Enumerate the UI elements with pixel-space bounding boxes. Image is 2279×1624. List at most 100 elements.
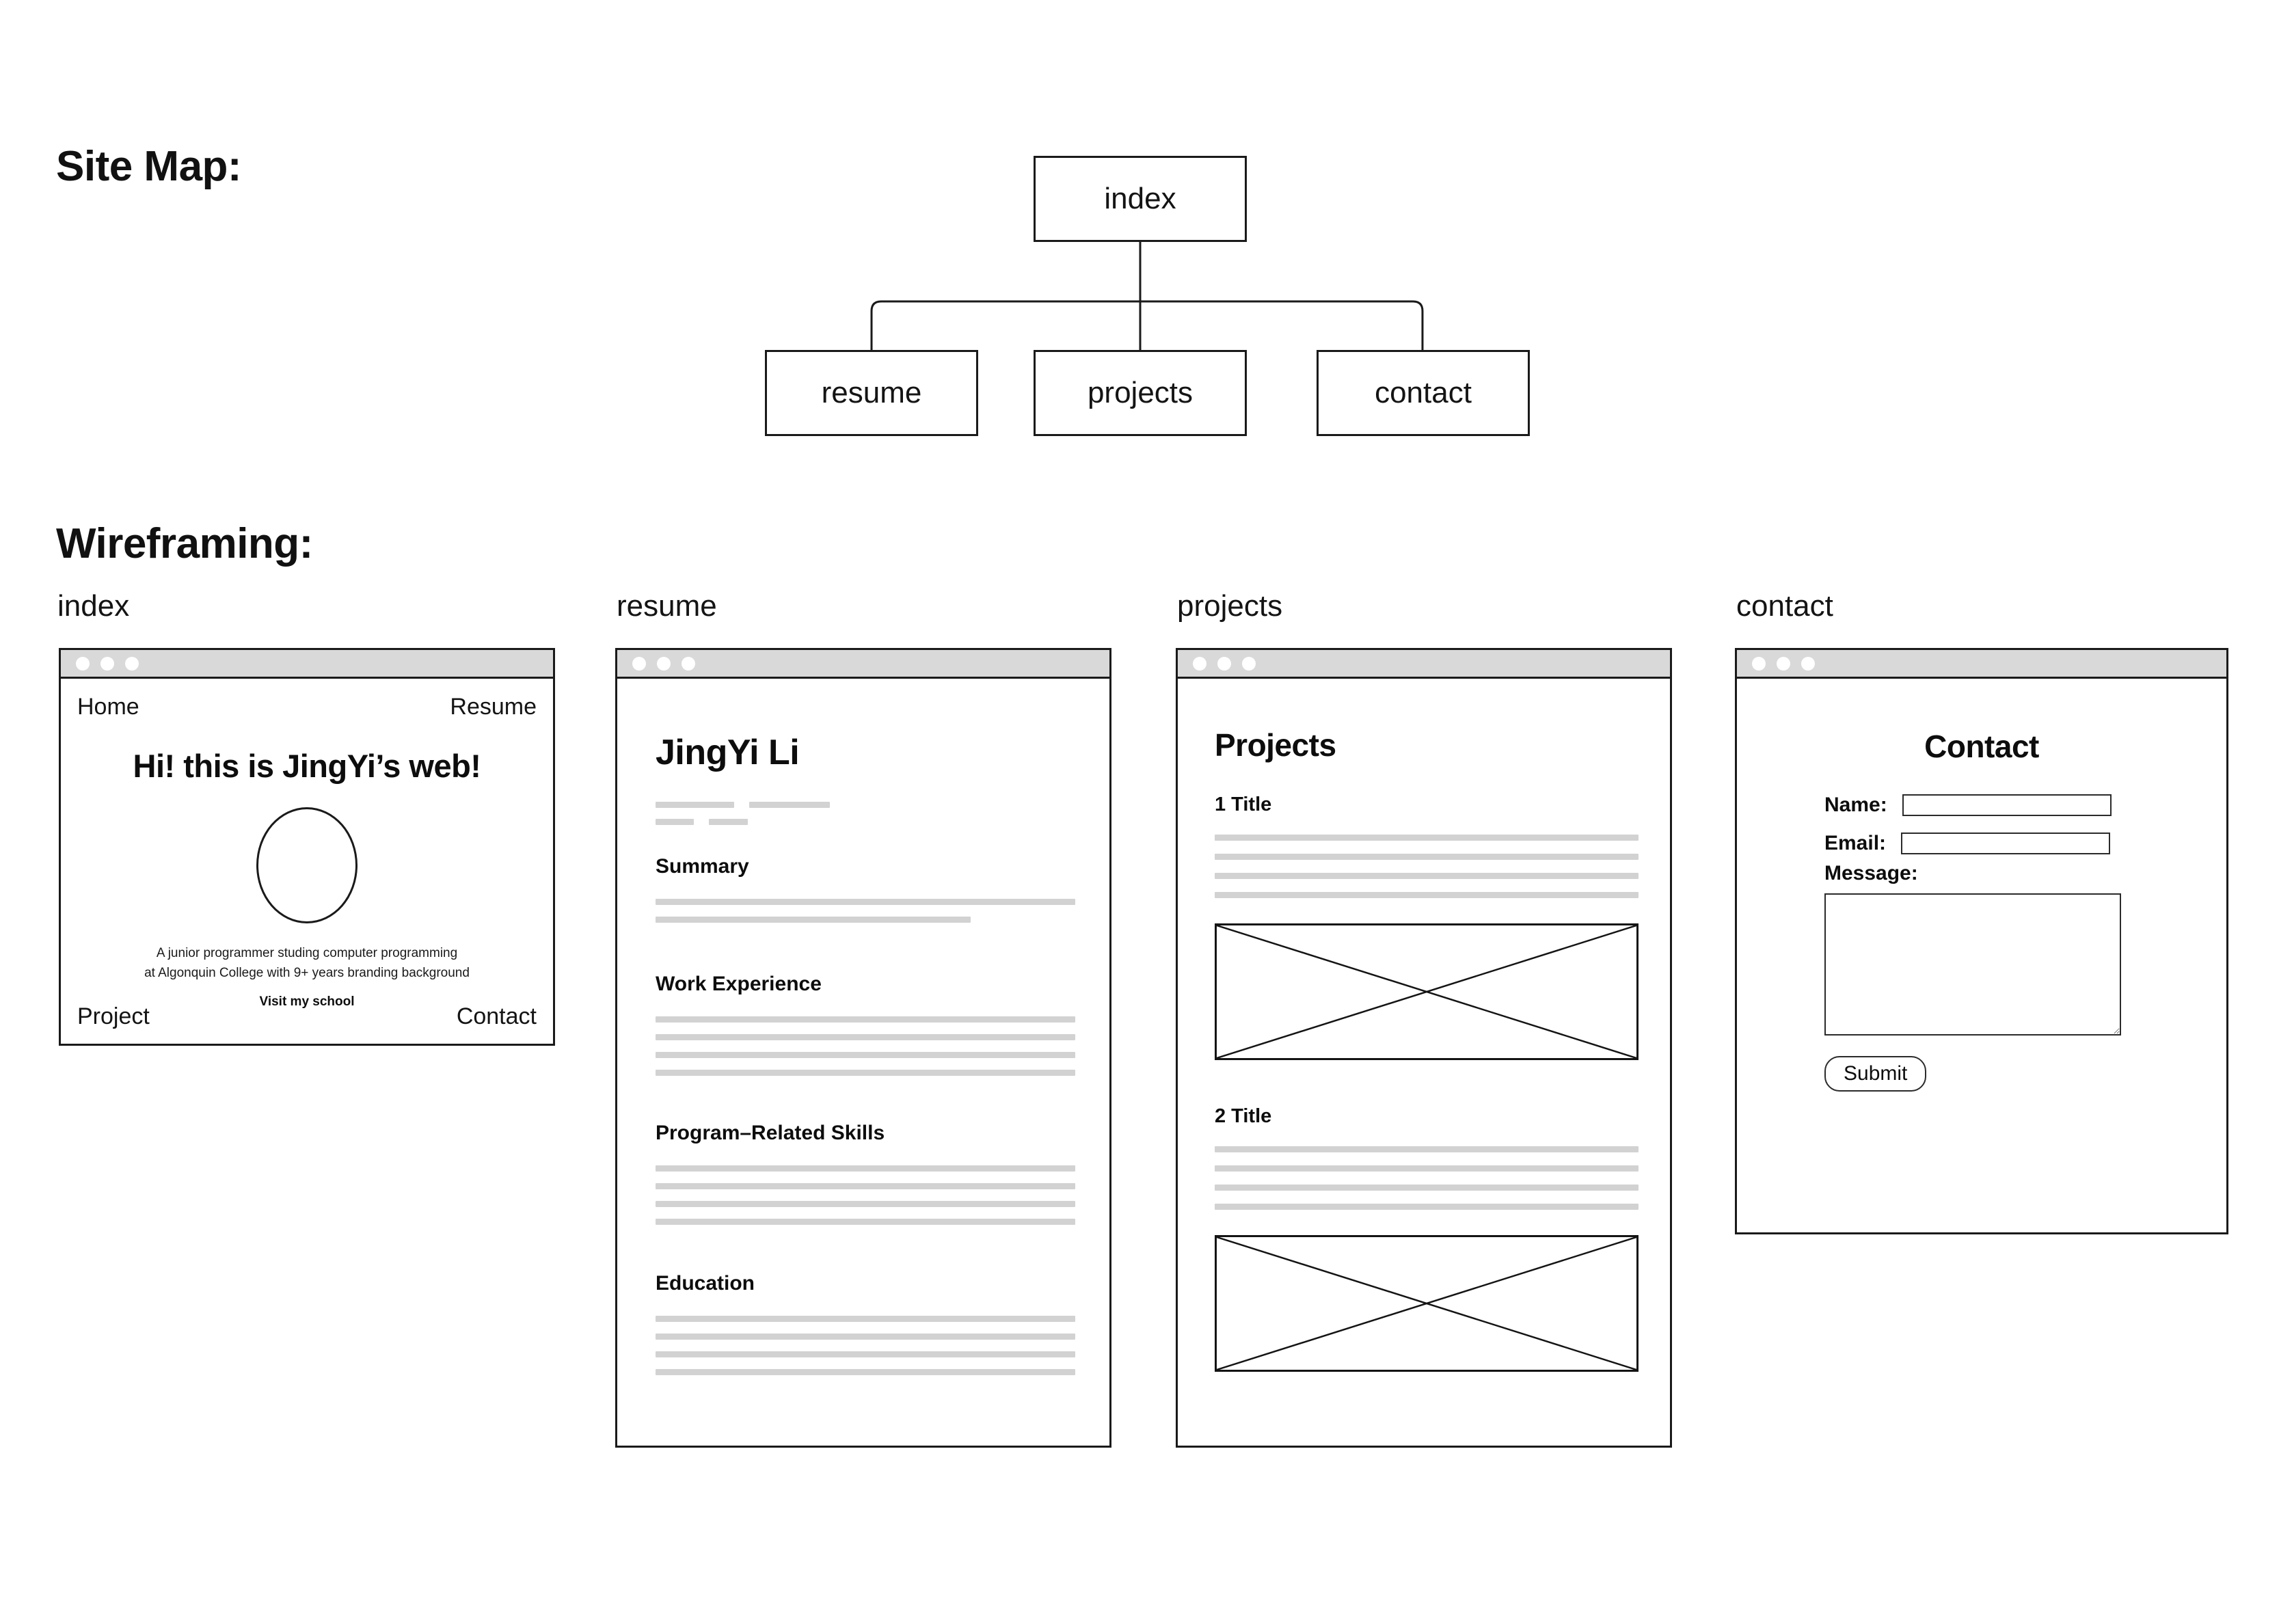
window-minimize-icon[interactable]: [1777, 656, 1790, 671]
sitemap-node-contact-label: contact: [1375, 376, 1472, 409]
project-image-placeholder-1: [1215, 923, 1639, 1060]
avatar-placeholder: [256, 807, 358, 923]
resume-contact-row-2: [656, 819, 1066, 825]
placeholder-bar: [1215, 1204, 1639, 1210]
project-item-lines-1: [1215, 835, 1639, 911]
placeholder-bar: [1215, 892, 1639, 898]
window-close-icon[interactable]: [1193, 656, 1206, 671]
placeholder-bar: [656, 802, 734, 808]
placeholder-bar: [656, 1052, 1075, 1058]
window-maximize-icon[interactable]: [1801, 656, 1815, 671]
placeholder-bar: [1215, 1146, 1639, 1152]
placeholder-bar: [1215, 854, 1639, 860]
index-page-body: Home Resume Hi! this is JingYi’s web! A …: [61, 679, 553, 1044]
project-item-title-1: 1 Title: [1215, 794, 1272, 815]
browser-titlebar: [1737, 650, 2226, 679]
window-minimize-icon[interactable]: [1217, 656, 1231, 671]
sitemap-node-contact[interactable]: contact: [1317, 350, 1530, 436]
browser-titlebar: [61, 650, 553, 679]
resume-page-body: JingYi Li Summary Work Experience: [617, 679, 1109, 1446]
sitemap-node-index-label: index: [1104, 182, 1176, 215]
projects-page-body: Projects 1 Title 2 Title: [1178, 679, 1670, 1446]
window-maximize-icon[interactable]: [125, 656, 139, 671]
contact-name-input[interactable]: [1902, 794, 2112, 816]
window-close-icon[interactable]: [1752, 656, 1766, 671]
wireframe-label-contact: contact: [1736, 589, 1833, 623]
placeholder-bar: [1215, 835, 1639, 841]
wireframe-label-index: index: [57, 589, 130, 623]
resume-section-title-program-related-skills: Program–Related Skills: [656, 1122, 885, 1144]
contact-page-title: Contact: [1924, 729, 2039, 764]
wireframing-heading: Wireframing:: [56, 520, 313, 567]
submit-button[interactable]: Submit: [1824, 1056, 1927, 1092]
resume-section-title-education: Education: [656, 1272, 755, 1295]
resume-section-title-summary: Summary: [656, 855, 749, 878]
placeholder-bar: [656, 1034, 1075, 1040]
placeholder-bar: [656, 819, 694, 825]
contact-page-body: Contact Name: Email: Message: Submit: [1737, 679, 2226, 1232]
nav-link-resume[interactable]: Resume: [450, 694, 537, 720]
site-map-heading: Site Map:: [56, 143, 242, 190]
sitemap-node-resume-label: resume: [821, 376, 922, 409]
wireframe-window-resume: JingYi Li Summary Work Experience: [615, 648, 1111, 1448]
resume-contact-row-1: [656, 802, 1066, 808]
placeholder-bar: [656, 1334, 1075, 1340]
window-close-icon[interactable]: [76, 656, 90, 671]
sitemap-node-resume[interactable]: resume: [765, 350, 978, 436]
sitemap-node-index[interactable]: index: [1034, 156, 1247, 242]
nav-link-home[interactable]: Home: [77, 694, 139, 720]
sitemap-node-projects[interactable]: projects: [1034, 350, 1247, 436]
resume-section-lines-work-experience: [656, 1016, 1075, 1087]
browser-titlebar: [1178, 650, 1670, 679]
placeholder-bar: [1215, 873, 1639, 879]
browser-titlebar: [617, 650, 1109, 679]
placeholder-bar: [656, 1183, 1075, 1189]
wireframe-label-projects: projects: [1177, 589, 1283, 623]
wireframe-window-projects: Projects 1 Title 2 Title: [1176, 648, 1672, 1448]
contact-name-label: Name:: [1824, 794, 1887, 816]
project-item-title-2: 2 Title: [1215, 1105, 1272, 1127]
resume-section-title-work-experience: Work Experience: [656, 973, 822, 995]
sitemap-node-projects-label: projects: [1087, 376, 1194, 409]
index-bio-line-1: A junior programmer studing computer pro…: [156, 946, 458, 960]
index-bio-text: A junior programmer studing computer pro…: [61, 944, 553, 983]
contact-message-textarea[interactable]: [1824, 893, 2121, 1036]
contact-email-row: Email:: [1824, 832, 2111, 855]
resume-section-lines-education: [656, 1316, 1075, 1387]
wireframe-label-resume: resume: [617, 589, 717, 623]
contact-email-label: Email:: [1824, 832, 1887, 854]
projects-page-title: Projects: [1215, 727, 1336, 763]
contact-name-row: Name:: [1824, 794, 2112, 817]
project-item-lines-2: [1215, 1146, 1639, 1223]
window-minimize-icon[interactable]: [100, 656, 114, 671]
placeholder-bar: [709, 819, 748, 825]
nav-link-project[interactable]: Project: [77, 1003, 150, 1029]
placeholder-bar: [656, 1016, 1075, 1023]
placeholder-bar: [656, 1201, 1075, 1207]
resume-section-lines-program-related-skills: [656, 1165, 1075, 1236]
placeholder-bar: [656, 1219, 1075, 1225]
resume-section-lines-summary: [656, 899, 1075, 934]
nav-link-contact[interactable]: Contact: [456, 1003, 537, 1029]
contact-message-label: Message:: [1824, 862, 1918, 884]
wireframe-window-contact: Contact Name: Email: Message: Submit: [1735, 648, 2228, 1234]
placeholder-bar: [1215, 1165, 1639, 1172]
resume-name-heading: JingYi Li: [656, 733, 800, 772]
window-close-icon[interactable]: [632, 656, 646, 671]
index-top-nav: Home Resume: [77, 694, 537, 720]
placeholder-bar: [656, 1369, 1075, 1375]
visit-my-school-link[interactable]: Visit my school: [259, 994, 355, 1009]
placeholder-bar: [749, 802, 830, 808]
placeholder-bar: [656, 1351, 1075, 1357]
site-map-diagram: index resume projects contact: [0, 0, 2279, 492]
window-maximize-icon[interactable]: [1242, 656, 1256, 671]
placeholder-bar: [656, 899, 1075, 905]
index-bio-line-2: at Algonquin College with 9+ years brand…: [144, 965, 470, 980]
contact-email-input[interactable]: [1901, 833, 2111, 854]
index-hero-heading: Hi! this is JingYi’s web!: [133, 748, 481, 784]
placeholder-bar: [656, 1165, 1075, 1172]
placeholder-bar: [1215, 1185, 1639, 1191]
window-maximize-icon[interactable]: [682, 656, 695, 671]
window-minimize-icon[interactable]: [657, 656, 671, 671]
placeholder-bar: [656, 1316, 1075, 1322]
